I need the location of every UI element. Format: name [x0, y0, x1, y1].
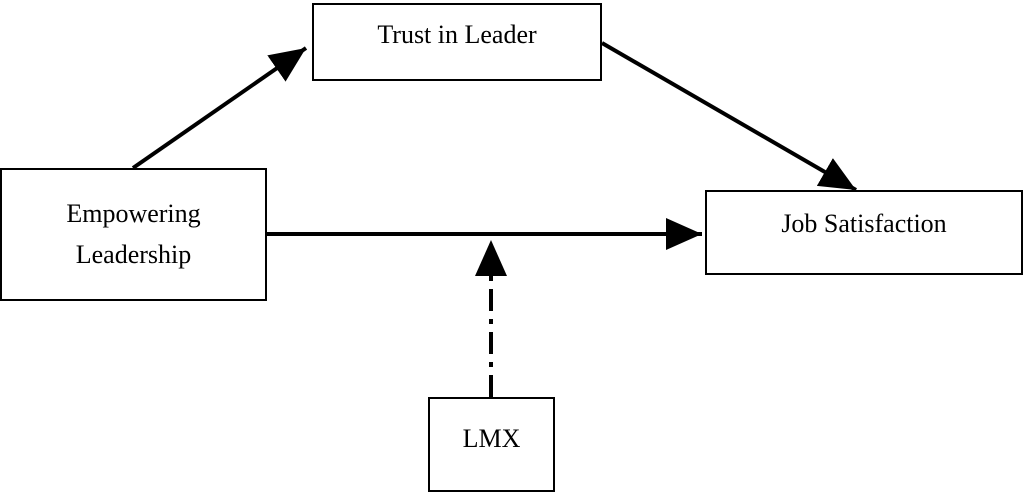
node-lmx-label: LMX	[462, 424, 521, 454]
node-empowering-leadership-line2: Leadership	[75, 239, 192, 269]
node-job-satisfaction: Job Satisfaction	[705, 190, 1023, 275]
node-empowering-leadership: Empowering Leadership	[0, 168, 267, 301]
node-empowering-leadership-line1: Empowering	[66, 199, 201, 229]
arrow-empowering-to-trust	[131, 46, 308, 170]
arrow-trust-to-job	[600, 41, 858, 192]
node-job-satisfaction-label: Job Satisfaction	[781, 209, 947, 239]
node-lmx: LMX	[428, 397, 555, 492]
node-trust-in-leader-label: Trust in Leader	[377, 19, 537, 49]
node-trust-in-leader: Trust in Leader	[312, 3, 602, 81]
